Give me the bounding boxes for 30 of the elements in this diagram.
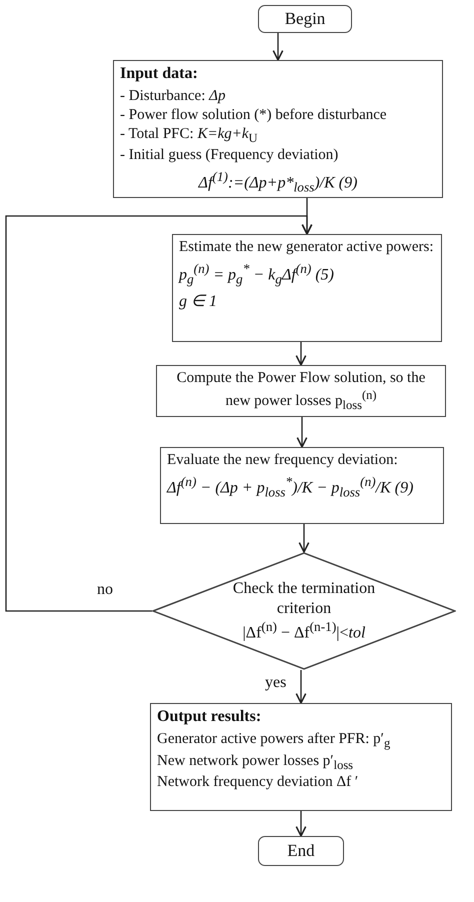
process-box: [113, 60, 443, 198]
formula-text: Δf$^{(n)}$ − (Δp + p$_{loss}$$^{*}$)/K − p$_{loss}$$^{(n)}$/K (9): [167, 474, 414, 501]
formula-text: g ∈ 1: [179, 292, 218, 312]
step-text: Network frequency deviation Δf ′: [157, 773, 360, 792]
process-box: [160, 447, 444, 524]
terminal-box: Begin: [258, 5, 352, 33]
arrow: [5, 215, 312, 612]
heading-text: Output results:: [157, 707, 262, 727]
arrow: [296, 417, 308, 448]
formula-text: p$_{g}$$^{(n)}$ = p$_{g}$$^{*}$ − k$_{g}$Δf$^{(n)}$ (5): [179, 260, 335, 288]
heading-text: Input data:: [120, 64, 199, 84]
step-text: Evaluate the new frequency deviation:: [167, 451, 399, 470]
step-text: - Initial guess (Frequency deviation): [120, 146, 340, 165]
process-box: [156, 365, 446, 417]
step-text: - Power flow solution (*) before disturbance: [120, 106, 388, 124]
arrow: [296, 342, 306, 366]
process-box: [150, 703, 452, 811]
step-text: - Total PFC: K=kg+k$_{U}$: [120, 124, 259, 146]
terminal-box: End: [258, 836, 344, 866]
arrow: [296, 811, 306, 837]
step-text: Generator active powers after PFR: p′$_{g}$: [157, 730, 392, 752]
step-text: New network power losses p′$_{loss}$: [157, 752, 354, 774]
arrow: [272, 33, 284, 61]
step-text: Estimate the new generator active powers:: [179, 238, 434, 257]
arrow: [296, 670, 306, 704]
process-box: [172, 234, 442, 342]
step-text: |Δf$^{(n)}$ − Δf$^{(n-1)}$|<tol: [242, 618, 366, 644]
step-text: - Disturbance: Δp: [120, 87, 226, 106]
formula-text: Δf$^{(1)}$:=(Δp+p*$_{loss}$)/K (9): [197, 168, 358, 196]
arrow: [298, 524, 310, 553]
